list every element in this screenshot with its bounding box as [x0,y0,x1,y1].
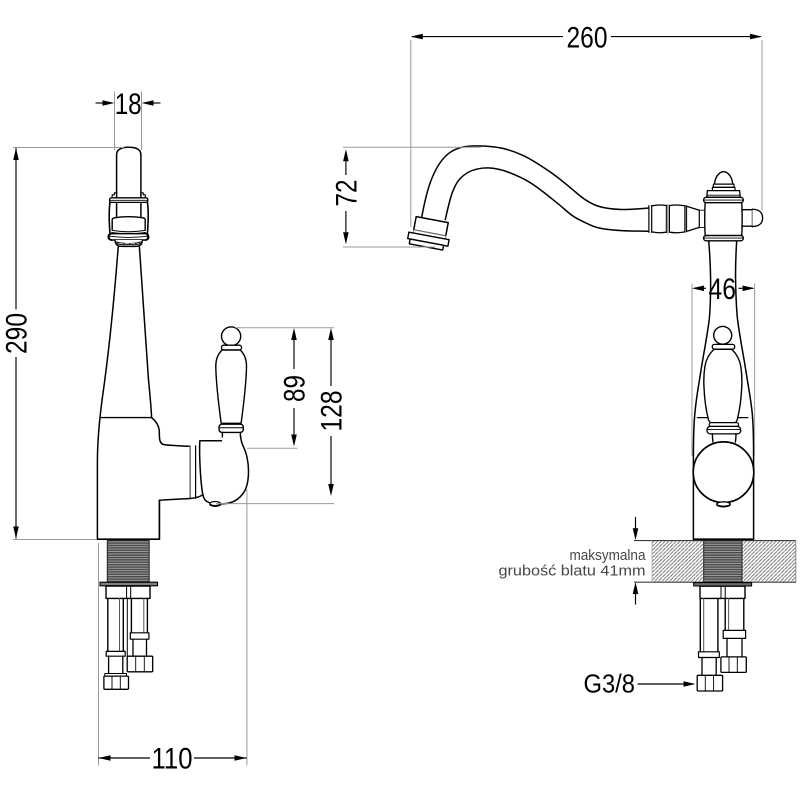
svg-text:110: 110 [152,743,193,776]
svg-text:G3/8: G3/8 [584,671,636,699]
svg-text:grubość blatu 41mm: grubość blatu 41mm [499,562,646,579]
svg-text:128: 128 [316,391,349,432]
svg-text:72: 72 [331,180,364,207]
svg-text:89: 89 [279,375,312,402]
svg-text:maksymalna: maksymalna [570,547,647,564]
svg-text:18: 18 [115,88,142,121]
svg-text:46: 46 [709,273,737,306]
svg-text:290: 290 [1,313,34,354]
svg-text:260: 260 [567,21,608,54]
